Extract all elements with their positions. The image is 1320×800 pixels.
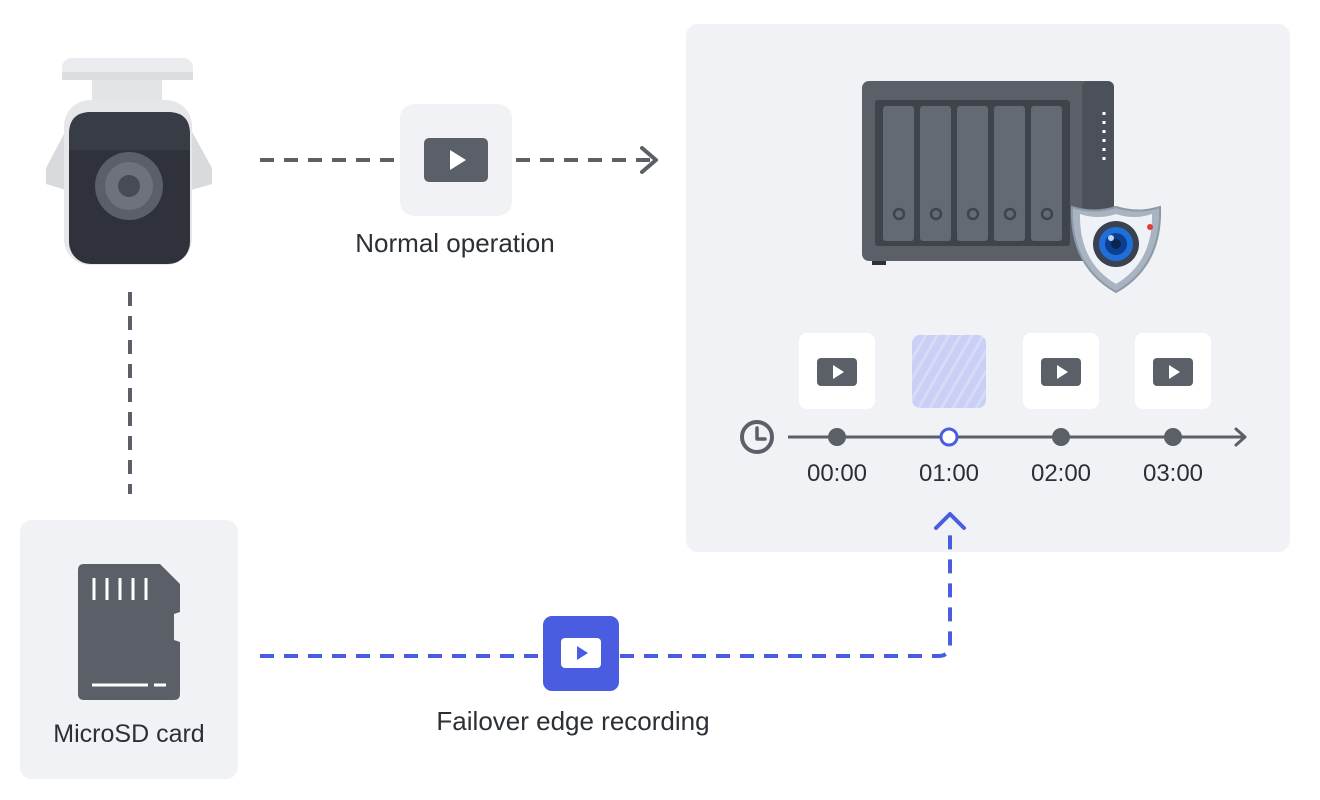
video-play-icon: [424, 138, 488, 182]
timeline-axis: [740, 420, 1247, 454]
timeline-slot-0100-missing: [912, 335, 986, 408]
normal-operation-arrow: [260, 146, 658, 174]
video-play-icon: [1041, 358, 1081, 386]
failover-edge-recording-arrow: [260, 512, 966, 658]
timeline-point-0300: [1164, 428, 1182, 446]
timeline-point-0000: [828, 428, 846, 446]
time-label-0300: 03:00: [1142, 460, 1204, 487]
camera-to-microsd-connector: [128, 292, 132, 494]
timeline-point-0200: [1052, 428, 1070, 446]
video-play-icon: [1153, 358, 1193, 386]
failover-edge-recording-label: Failover edge recording: [436, 706, 710, 736]
timeline-video-icons: [817, 358, 1193, 386]
time-label-0000: 00:00: [806, 460, 868, 487]
video-play-icon: [817, 358, 857, 386]
surveillance-shield-icon: [1070, 205, 1162, 294]
bullet-camera-icon: [46, 58, 212, 265]
nas-server-icon: [862, 81, 1114, 265]
timeline-point-0100: [939, 427, 959, 447]
clock-icon: [740, 420, 774, 454]
video-play-icon: [561, 638, 601, 668]
normal-operation-label: Normal operation: [355, 228, 555, 258]
microsd-card-icon: [78, 564, 180, 700]
time-label-0100: 01:00: [918, 460, 980, 487]
microsd-card-label: MicroSD card: [53, 720, 205, 748]
time-label-0200: 02:00: [1030, 460, 1092, 487]
